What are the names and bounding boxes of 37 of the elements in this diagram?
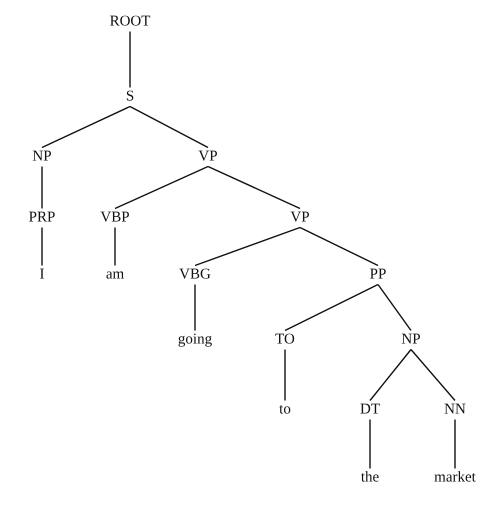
tree-node-label: ROOT xyxy=(108,12,152,32)
tree-branch-line xyxy=(130,106,208,148)
tree-node-label: TO xyxy=(273,330,297,350)
tree-node-label: PP xyxy=(368,266,388,284)
tree-node-label: I xyxy=(38,266,46,284)
tree-node-label: VP xyxy=(196,148,220,166)
tree-node-label: market xyxy=(432,468,478,488)
tree-node-label: NN xyxy=(442,400,468,420)
tree-branch-line xyxy=(41,166,43,208)
tree-branch-line xyxy=(114,166,208,210)
tree-node-label: NP xyxy=(399,330,423,350)
tree-branch-line xyxy=(42,106,130,148)
tree-branch-line xyxy=(454,420,456,468)
tree-branch-line xyxy=(284,284,378,332)
tree-branch-line xyxy=(410,349,456,401)
tree-branch-line xyxy=(194,226,300,266)
tree-branch-line xyxy=(194,284,196,330)
tree-branch-line xyxy=(114,228,116,266)
tree-node-label: going xyxy=(176,330,214,350)
tree-node-label: am xyxy=(104,266,126,284)
tree-node-label: NP xyxy=(30,148,54,166)
tree-node-label: VP xyxy=(288,208,312,228)
tree-node-label: DT xyxy=(358,400,382,420)
tree-node-label: PRP xyxy=(26,208,58,228)
tree-branch-line xyxy=(284,350,286,400)
tree-branch-line xyxy=(41,228,43,266)
tree-branch-line xyxy=(369,349,412,401)
tree-branch-line xyxy=(377,284,412,331)
tree-node-label: VBP xyxy=(98,208,132,228)
tree-node-label: VBG xyxy=(177,266,213,284)
tree-node-label: the xyxy=(358,468,382,488)
tree-branch-line xyxy=(300,226,378,266)
tree-branch-line xyxy=(369,420,371,468)
tree-branch-line xyxy=(208,166,300,210)
tree-node-label: to xyxy=(277,400,293,420)
tree-branch-line xyxy=(129,32,131,88)
tree-node-label: S xyxy=(124,88,136,106)
